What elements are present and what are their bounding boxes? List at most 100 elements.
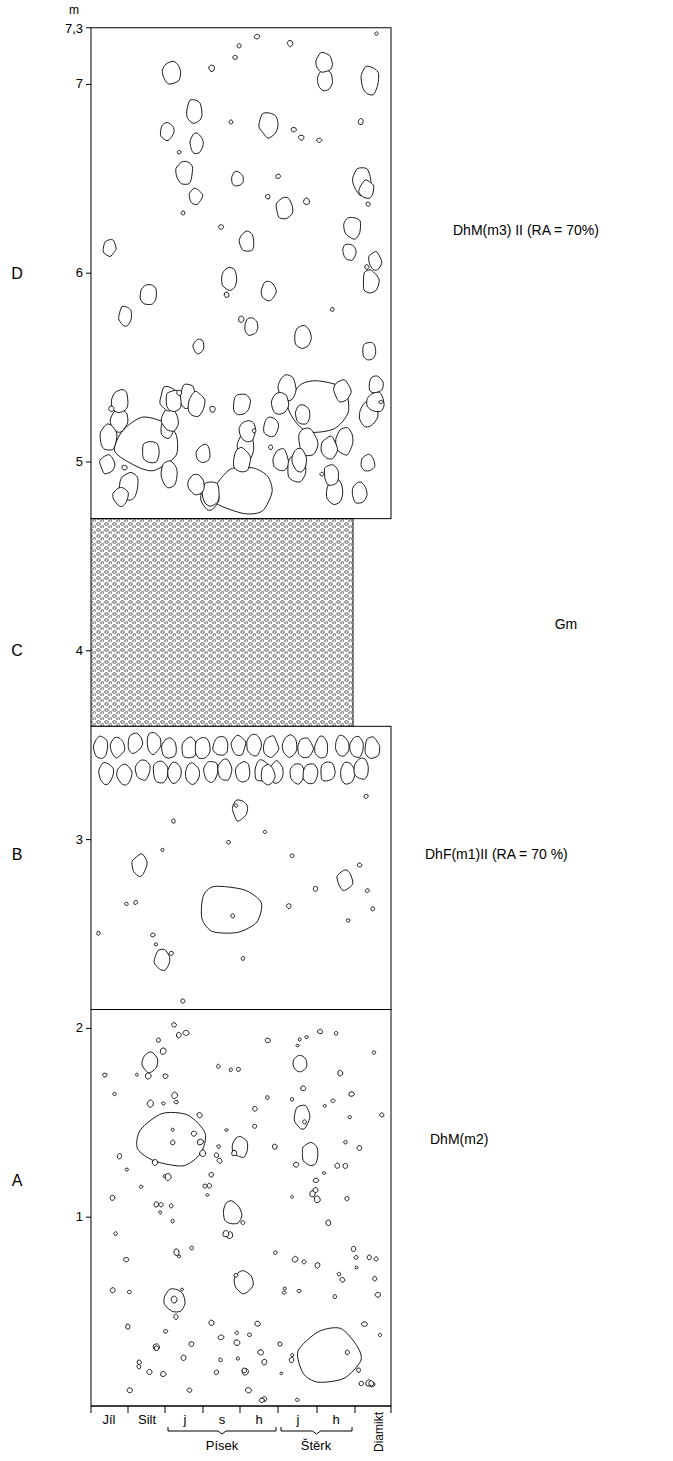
clast <box>241 1221 245 1225</box>
clast <box>137 1112 206 1166</box>
clast <box>229 120 233 124</box>
clast <box>282 735 297 758</box>
clast <box>330 307 334 311</box>
clast <box>276 174 281 178</box>
clast <box>128 733 142 753</box>
clast <box>181 211 185 215</box>
clast <box>187 1388 192 1392</box>
clast <box>292 448 307 472</box>
depth-label: 3 <box>76 832 83 846</box>
clast <box>276 197 293 218</box>
clast <box>293 1055 307 1071</box>
clast <box>159 1203 163 1207</box>
clast <box>314 1196 320 1203</box>
clast <box>341 762 355 784</box>
clast <box>241 956 244 960</box>
clast <box>322 1172 325 1175</box>
depth-label: 1 <box>76 1210 83 1224</box>
clast <box>171 1296 177 1303</box>
clast <box>204 762 218 783</box>
grain-size-label: Silt <box>138 1413 156 1427</box>
clast <box>157 1038 161 1042</box>
bed-letter: A <box>12 1172 23 1190</box>
clast <box>369 1381 374 1386</box>
clast <box>109 406 114 412</box>
clast <box>297 1289 301 1292</box>
clast <box>222 267 237 290</box>
clast <box>338 1070 343 1076</box>
clast <box>218 759 232 780</box>
clast <box>301 1086 306 1091</box>
grain-size-label: s <box>219 1413 226 1427</box>
clast <box>280 1372 283 1375</box>
clast <box>196 444 210 462</box>
clast <box>122 465 127 470</box>
clast <box>132 854 147 877</box>
clast <box>252 429 256 433</box>
clast <box>160 122 174 140</box>
clast <box>202 482 219 506</box>
clast <box>261 764 275 784</box>
clast <box>97 931 100 935</box>
clast <box>172 819 175 823</box>
clast <box>236 1067 240 1071</box>
clast <box>263 830 266 833</box>
clast <box>99 763 114 785</box>
clast <box>225 1129 228 1131</box>
clast <box>340 1277 345 1282</box>
clast <box>354 1255 358 1259</box>
clast <box>209 1172 213 1177</box>
clast <box>348 1115 351 1118</box>
clast <box>237 44 241 48</box>
clast <box>174 1249 179 1256</box>
clast <box>352 482 367 503</box>
clast <box>232 171 244 186</box>
clast <box>189 1342 194 1347</box>
clast <box>127 1290 131 1294</box>
clast <box>169 951 173 955</box>
clast <box>201 886 261 933</box>
clast <box>234 804 238 807</box>
clast <box>303 764 318 784</box>
clast <box>209 1320 214 1325</box>
grain-size-tick <box>203 1406 204 1413</box>
clast <box>231 735 246 755</box>
clast <box>203 1184 207 1188</box>
clast <box>187 100 202 124</box>
clast <box>372 1051 375 1055</box>
clast <box>183 1030 189 1035</box>
clast <box>217 1064 221 1068</box>
clast <box>321 762 335 781</box>
clast <box>367 1255 371 1260</box>
facies-code: DhM(m2) <box>430 1132 488 1147</box>
clast <box>154 949 170 970</box>
clast <box>188 391 205 416</box>
clast <box>323 1104 326 1107</box>
clast <box>177 150 181 154</box>
clast <box>273 449 289 471</box>
clast <box>290 1097 293 1101</box>
clast <box>181 1355 186 1361</box>
clast <box>103 1073 107 1077</box>
clast <box>171 1219 174 1223</box>
clast <box>369 376 383 393</box>
clast <box>137 1364 141 1368</box>
clast <box>176 1032 181 1038</box>
clast <box>346 919 350 922</box>
clast <box>224 292 229 297</box>
clast <box>113 487 129 506</box>
clast <box>357 1145 362 1150</box>
clast <box>298 1038 301 1041</box>
clast <box>110 1195 115 1200</box>
clast <box>242 1368 246 1373</box>
clast <box>233 394 250 415</box>
clast <box>176 161 193 184</box>
clast <box>273 1251 277 1254</box>
clast <box>177 390 182 395</box>
clast <box>154 1346 158 1351</box>
clast <box>326 1220 331 1226</box>
clast <box>271 392 288 414</box>
axis-tick <box>86 1028 91 1029</box>
clast <box>349 1092 354 1096</box>
